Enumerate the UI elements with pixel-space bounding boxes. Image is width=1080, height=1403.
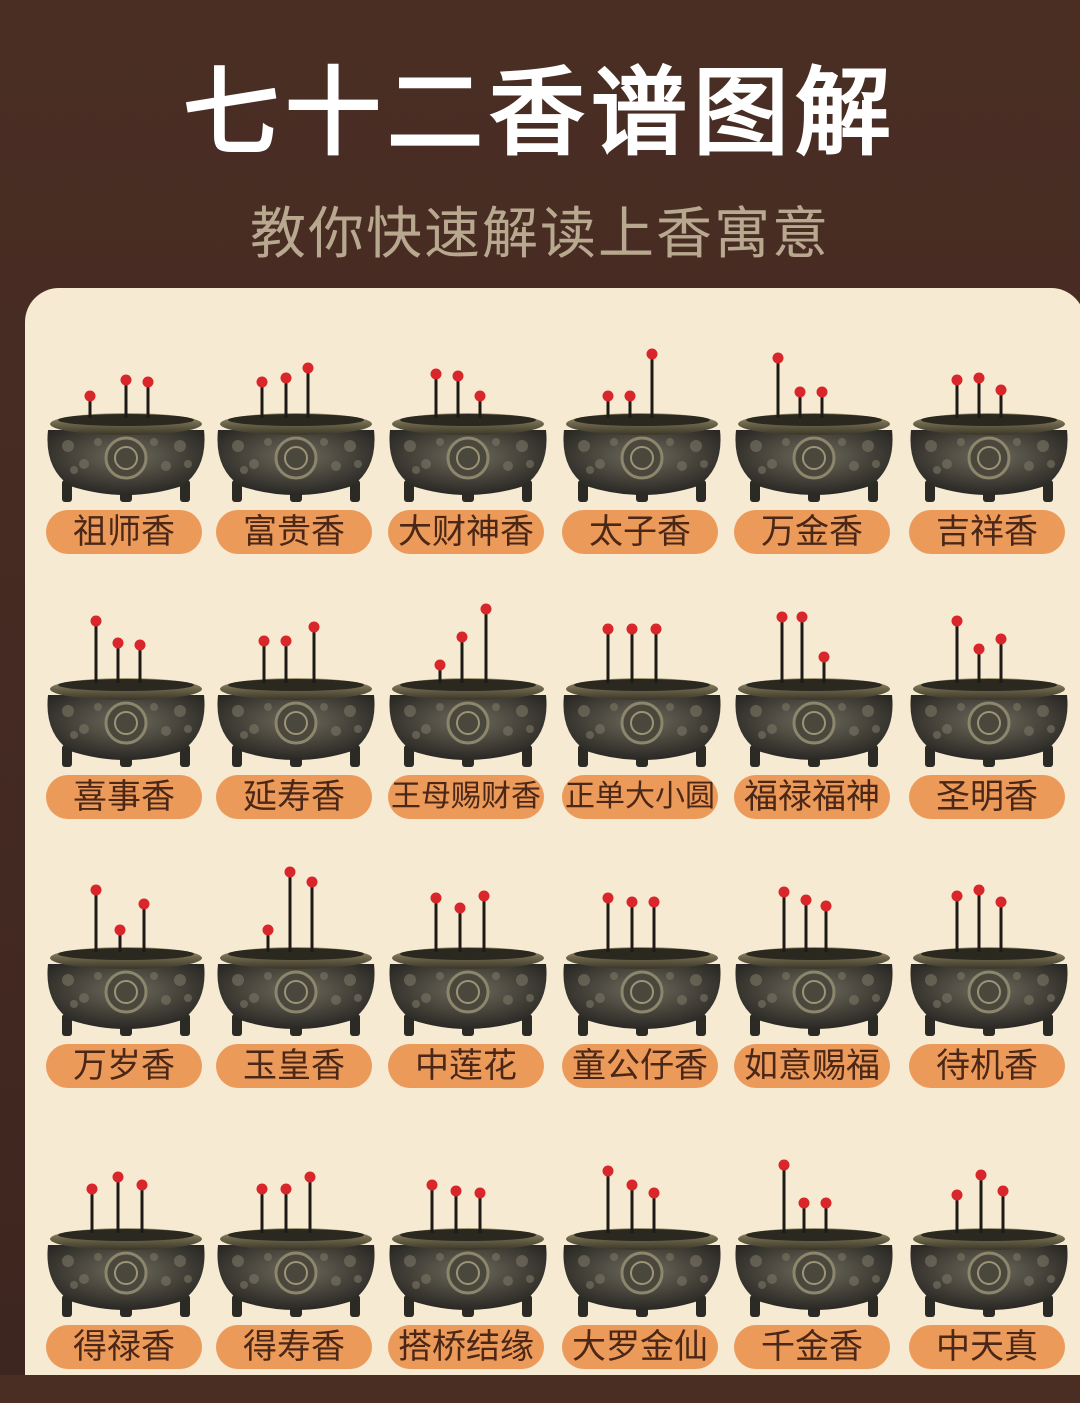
incense-item: 万岁香 xyxy=(40,852,212,1122)
incense-item: 正单大小圆 xyxy=(556,583,728,853)
incense-item: 得禄香 xyxy=(40,1133,212,1403)
incense-item: 福禄福神 xyxy=(728,583,900,853)
incense-item: 太子香 xyxy=(556,318,728,588)
incense-burner-icon xyxy=(387,890,549,1038)
incense-item: 喜事香 xyxy=(40,583,212,853)
incense-label: 待机香 xyxy=(909,1044,1065,1088)
incense-burner-icon xyxy=(45,1171,207,1319)
incense-burner-icon xyxy=(215,1171,377,1319)
incense-burner-icon xyxy=(387,603,549,769)
incense-burner-icon xyxy=(215,621,377,769)
incense-label: 祖师香 xyxy=(46,510,202,554)
incense-burner-icon xyxy=(733,611,895,769)
incense-chart-panel xyxy=(25,288,1080,1375)
incense-item: 中天真 xyxy=(903,1133,1075,1403)
incense-item: 童公仔香 xyxy=(556,852,728,1122)
incense-burner-icon xyxy=(908,1169,1070,1319)
incense-label: 童公仔香 xyxy=(562,1044,718,1088)
incense-burner-icon xyxy=(733,1159,895,1319)
incense-label: 延寿香 xyxy=(216,775,372,819)
incense-item: 千金香 xyxy=(728,1133,900,1403)
incense-burner-icon xyxy=(561,1165,723,1319)
incense-burner-icon xyxy=(733,352,895,504)
incense-label: 中莲花 xyxy=(388,1044,544,1088)
incense-label: 大财神香 xyxy=(388,510,544,554)
incense-item: 祖师香 xyxy=(40,318,212,588)
incense-burner-icon xyxy=(215,362,377,504)
incense-label: 富贵香 xyxy=(216,510,372,554)
incense-burner-icon xyxy=(387,1179,549,1319)
incense-item: 玉皇香 xyxy=(210,852,382,1122)
incense-item: 大罗金仙 xyxy=(556,1133,728,1403)
incense-label: 正单大小圆 xyxy=(562,775,718,819)
incense-item: 王母赐财香 xyxy=(382,583,554,853)
incense-item: 富贵香 xyxy=(210,318,382,588)
incense-label: 圣明香 xyxy=(909,775,1065,819)
incense-burner-icon xyxy=(733,886,895,1038)
incense-label: 搭桥结缘 xyxy=(388,1325,544,1369)
incense-burner-icon xyxy=(45,884,207,1038)
incense-burner-icon xyxy=(908,884,1070,1038)
incense-label: 太子香 xyxy=(562,510,718,554)
incense-item: 吉祥香 xyxy=(903,318,1075,588)
incense-burner-icon xyxy=(908,615,1070,769)
incense-label: 福禄福神 xyxy=(734,775,890,819)
incense-item: 待机香 xyxy=(903,852,1075,1122)
incense-label: 吉祥香 xyxy=(909,510,1065,554)
incense-burner-icon xyxy=(561,348,723,504)
incense-burner-icon xyxy=(908,372,1070,504)
incense-item: 圣明香 xyxy=(903,583,1075,853)
incense-label: 中天真 xyxy=(909,1325,1065,1369)
incense-label: 得寿香 xyxy=(216,1325,372,1369)
incense-label: 万金香 xyxy=(734,510,890,554)
incense-label: 得禄香 xyxy=(46,1325,202,1369)
incense-item: 万金香 xyxy=(728,318,900,588)
incense-burner-icon xyxy=(561,892,723,1038)
incense-label: 如意赐福 xyxy=(734,1044,890,1088)
incense-burner-icon xyxy=(45,374,207,504)
incense-burner-icon xyxy=(215,866,377,1038)
incense-burner-icon xyxy=(561,623,723,769)
incense-label: 千金香 xyxy=(734,1325,890,1369)
incense-item: 延寿香 xyxy=(210,583,382,853)
incense-item: 大财神香 xyxy=(382,318,554,588)
incense-burner-icon xyxy=(45,615,207,769)
incense-item: 得寿香 xyxy=(210,1133,382,1403)
incense-label: 大罗金仙 xyxy=(562,1325,718,1369)
incense-item: 如意赐福 xyxy=(728,852,900,1122)
incense-label: 王母赐财香 xyxy=(388,775,544,819)
incense-label: 玉皇香 xyxy=(216,1044,372,1088)
incense-label: 万岁香 xyxy=(46,1044,202,1088)
page-subtitle: 教你快速解读上香寓意 xyxy=(250,202,830,267)
page-title: 七十二香谱图解 xyxy=(183,57,897,169)
incense-item: 搭桥结缘 xyxy=(382,1133,554,1403)
incense-label: 喜事香 xyxy=(46,775,202,819)
incense-burner-icon xyxy=(387,368,549,504)
incense-item: 中莲花 xyxy=(382,852,554,1122)
